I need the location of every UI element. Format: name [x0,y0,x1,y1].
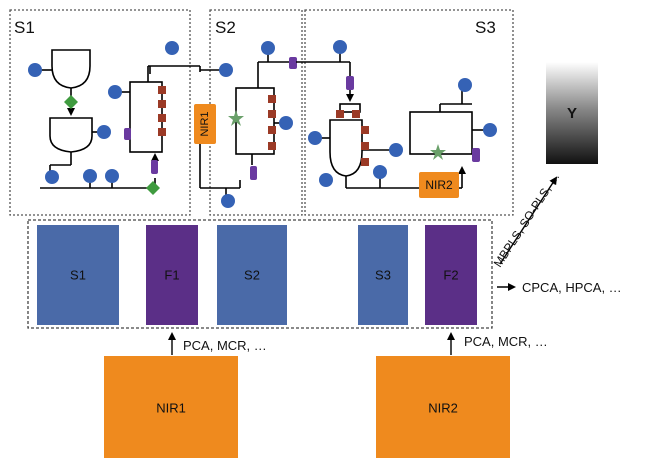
nir2-box [376,356,510,458]
star-sensor-icon [430,144,446,160]
y-block: Y [546,62,598,164]
node-circle [165,41,179,55]
node-circle [97,125,111,139]
block-f2 [425,225,477,325]
nir1-tag-box [194,104,216,144]
y-block-box [546,62,598,164]
section-s1-frame [9,9,191,216]
purple-tag [124,128,131,140]
node-circle [28,63,42,77]
nir1-method-label: PCA, MCR, … [183,338,267,353]
section-s1-label: S1 [14,18,35,37]
s3-process [296,52,484,189]
blocks-frame [27,219,493,329]
node-circle [45,170,59,184]
nir1-tag: NIR1 [194,104,216,144]
block-s3-label: S3 [375,267,391,282]
node-circle [308,131,322,145]
valve-square [361,126,369,134]
section-s1: S1 [9,9,191,216]
section-s3-frame [304,9,514,216]
purple-tag [289,57,297,69]
s1-column [129,81,163,153]
section-s3-label: S3 [475,18,496,37]
valve-square [361,142,369,150]
valve-square [336,110,344,118]
node-circle [219,63,233,77]
s2-nodes [219,41,297,208]
node-circle [83,169,97,183]
s3-tank [409,111,473,155]
valve-square [268,95,276,103]
s3-reactor [329,119,363,177]
node-circle [373,165,387,179]
valve-square [158,114,166,122]
purple-tag [250,166,257,180]
valve-square [268,142,276,150]
block-f1 [146,225,198,325]
node-circle [221,194,235,208]
s1-upper-tank [51,49,91,89]
block-f1-label: F1 [164,267,179,282]
diagonal-arrow: MBPLS, SO-PLS, … [491,170,563,270]
node-circle [105,169,119,183]
nir2-tag-label: NIR2 [425,178,453,192]
nir1-tag-label: NIR1 [199,111,211,136]
nir2-tag-box [419,172,459,198]
node-circle [319,173,333,187]
valve-square [268,126,276,134]
node-circle [108,85,122,99]
node-circle [261,41,275,55]
node-circle [483,123,497,137]
s2-column [235,87,275,155]
nir2-source: NIR2 PCA, MCR, … [376,332,548,458]
blocks-row: S1 F1 S2 S3 F2 [27,219,493,329]
s1-process [36,49,201,189]
section-s2-label: S2 [215,18,236,37]
diamond-sensor-icon [64,95,78,109]
y-block-label: Y [567,105,577,122]
nir2-box-label: NIR2 [428,400,458,415]
s1-nodes [28,41,179,195]
block-f2-label: F2 [443,267,458,282]
purple-tag [472,148,480,162]
s2-process [199,52,290,198]
s1-lower-tank [49,117,93,153]
nir2-tag: NIR2 [419,172,459,198]
nir1-source: NIR1 PCA, MCR, … [104,332,267,458]
block-s2-label: S2 [244,267,260,282]
valve-square [268,110,276,118]
purple-tag [346,76,354,90]
block-s3 [358,225,408,325]
s3-nodes [308,40,497,187]
block-s2 [217,225,287,325]
valve-square [158,100,166,108]
diagonal-arrow-label: MBPLS, SO-PLS, … [491,170,563,270]
nir1-box [104,356,238,458]
node-circle [389,143,403,157]
valve-square [158,86,166,94]
diamond-sensor-icon [146,181,160,195]
star-sensor-icon [228,110,244,126]
valve-square [158,128,166,136]
block-s1 [37,225,119,325]
section-s3: S3 [304,9,514,216]
block-s1-label: S1 [70,267,86,282]
nir2-method-label: PCA, MCR, … [464,334,548,349]
right-arrow-label: CPCA, HPCA, … [522,280,622,295]
purple-tag [151,160,158,174]
nir1-box-label: NIR1 [156,400,186,415]
node-circle [458,78,472,92]
right-arrow: CPCA, HPCA, … [497,280,622,295]
node-circle [279,116,293,130]
valve-square [361,158,369,166]
valve-square [352,110,360,118]
section-s2: S2 [209,9,303,216]
section-s2-frame [209,9,303,216]
node-circle [333,40,347,54]
